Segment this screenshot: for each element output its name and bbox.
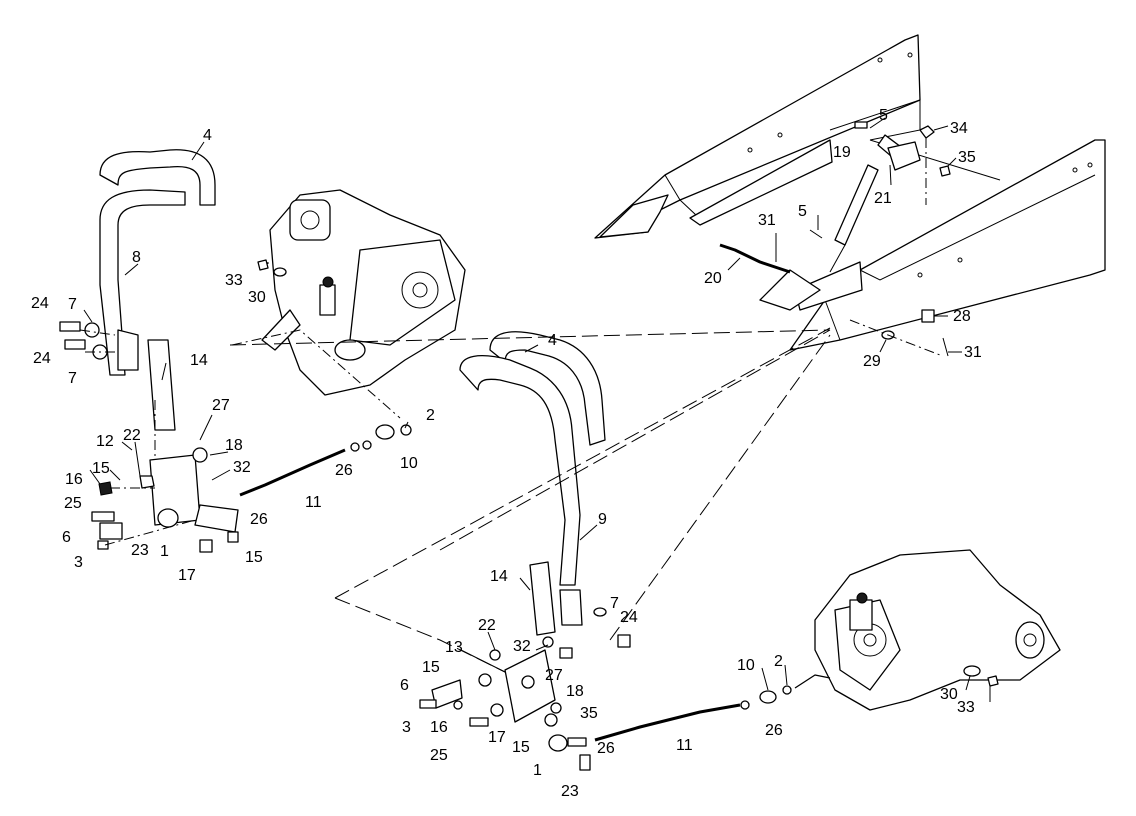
chassis-frame (594, 34, 1106, 357)
callout-frame-bolt-34: 34 (950, 120, 968, 137)
callout-right-bolt-25: 25 (430, 747, 448, 764)
callout-left-nut-3: 3 (74, 554, 83, 571)
callout-frame-pin-5b: 5 (798, 203, 807, 220)
callout-left-bushing-22: 22 (123, 427, 141, 444)
callout-right-pin-32: 32 (513, 638, 531, 655)
callout-right-bearing-1: 1 (533, 762, 542, 779)
callout-right-washer-7: 7 (610, 595, 619, 612)
callout-left-nut-2: 2 (426, 407, 435, 424)
callout-right-bolt-23: 23 (561, 783, 579, 800)
callout-right-nut-17: 17 (488, 729, 506, 746)
callout-right-nut-35: 35 (580, 705, 598, 722)
callout-left-bearing-1: 1 (160, 543, 169, 560)
callout-left-bracket-14: 14 (190, 352, 208, 369)
callout-right-nut-16: 16 (430, 719, 448, 736)
callout-right-handle-bar-4: 4 (548, 332, 557, 349)
callout-left-bushing-15b: 15 (245, 549, 263, 566)
callout-right-screw-27: 27 (545, 667, 563, 684)
callout-left-spacer-18: 18 (225, 437, 243, 454)
callout-left-washer-7b: 7 (68, 370, 77, 387)
callout-right-rodend-10: 10 (737, 657, 755, 674)
callout-left-lever-8: 8 (132, 249, 141, 266)
callout-frame-bracket-21: 21 (874, 190, 892, 207)
callout-left-washer-7a: 7 (68, 296, 77, 313)
callout-right-plate-13: 13 (445, 639, 463, 656)
leader-lines (83, 117, 991, 702)
callout-right-nut-26b: 26 (765, 722, 783, 739)
callout-left-clip-6: 6 (62, 529, 71, 546)
callout-left-bolt-24b: 24 (33, 350, 51, 367)
callout-frame-cotter-31b: 31 (964, 344, 982, 361)
callout-right-nut-3: 3 (402, 719, 411, 736)
callout-left-nut-17: 17 (178, 567, 196, 584)
callout-right-bushing-15a: 15 (422, 659, 440, 676)
callout-left-bolt-25: 25 (64, 495, 82, 512)
left-transmission (231, 189, 466, 419)
callout-right-bushing-22: 22 (478, 617, 496, 634)
callout-right-nut-33: 33 (957, 699, 975, 716)
callout-frame-damper-19: 19 (833, 144, 851, 161)
callout-frame-rod-20: 20 (704, 270, 722, 287)
left-control-lever (59, 149, 412, 553)
callout-right-clip-6: 6 (400, 677, 409, 694)
right-transmission (794, 549, 1061, 711)
callout-left-nut-26a: 26 (250, 511, 268, 528)
callout-left-rodend-10: 10 (400, 455, 418, 472)
callout-left-bolt-24a: 24 (31, 295, 49, 312)
callout-right-nut-26a: 26 (597, 740, 615, 757)
callout-left-washer-30: 30 (248, 289, 266, 306)
callout-right-rod-11: 11 (676, 737, 693, 754)
callout-right-bolt-24: 24 (620, 609, 638, 626)
callout-left-rod-11: 11 (305, 494, 322, 511)
callout-left-nut-16: 16 (65, 471, 83, 488)
callout-right-bushing-15b: 15 (512, 739, 530, 756)
callout-left-bolt-23: 23 (131, 542, 149, 559)
callout-left-plate-12: 12 (96, 433, 114, 450)
callout-left-nut-26b: 26 (335, 462, 353, 479)
callout-left-pin-32: 32 (233, 459, 251, 476)
callout-right-lever-9: 9 (598, 511, 607, 528)
callout-frame-washer-29: 29 (863, 353, 881, 370)
callout-frame-bolt-28: 28 (953, 308, 971, 325)
callout-right-washer-30: 30 (940, 686, 958, 703)
callout-frame-cotter-31a: 31 (758, 212, 776, 229)
callout-right-nut-2: 2 (774, 653, 783, 670)
callout-left-bushing-15a: 15 (92, 460, 110, 477)
callout-left-handle-bar-4: 4 (203, 127, 212, 144)
callout-right-bracket-14: 14 (490, 568, 508, 585)
callout-right-spacer-18: 18 (566, 683, 584, 700)
callout-left-screw-27: 27 (212, 397, 230, 414)
right-control-lever (229, 327, 831, 771)
callout-left-nut-33: 33 (225, 272, 243, 289)
callout-frame-nut-35: 35 (958, 149, 976, 166)
callout-frame-pin-5a: 5 (879, 107, 888, 124)
